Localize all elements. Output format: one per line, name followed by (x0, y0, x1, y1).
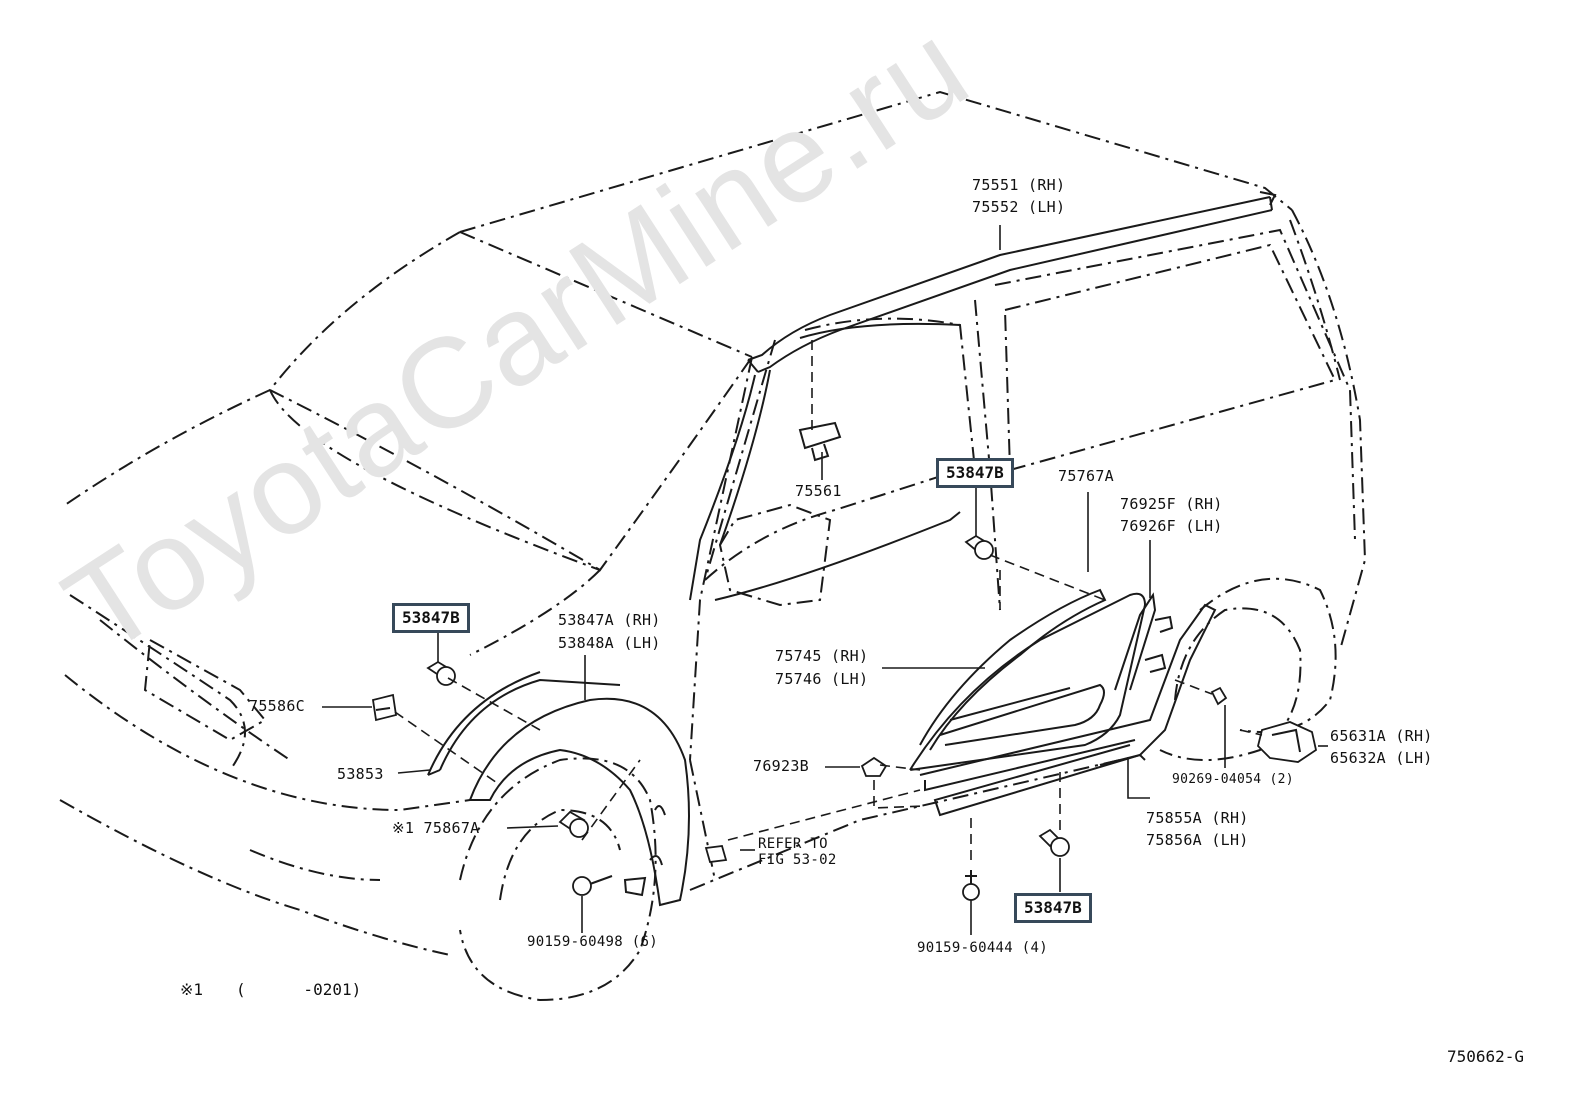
callout-75551: 75551 (RH) (972, 176, 1066, 194)
vehicle-outline (59, 90, 1367, 1002)
figure-id: 750662-G (1447, 1047, 1525, 1066)
callout-53848A: 53848A (LH) (558, 634, 661, 652)
callout-76923B: 76923B (753, 757, 809, 775)
footnote-mark: ※1 (180, 980, 204, 999)
callout-90159-60444: 90159-60444 (4) (917, 940, 1048, 956)
callout-75586C: 75586C (249, 697, 305, 715)
door-frame-part (689, 322, 961, 601)
callout-75855A: 75855A (RH) (1146, 809, 1249, 827)
callout-75561: 75561 (795, 482, 842, 500)
leader-lines (322, 225, 1328, 935)
roof-molding-part (747, 191, 1277, 373)
callout-90269: 90269-04054 (2) (1172, 772, 1294, 787)
refer-to-text: REFER TO (758, 836, 828, 852)
footnote-range: ( -0201) (236, 980, 362, 999)
callout-65631A: 65631A (RH) (1330, 727, 1433, 745)
callout-76925F: 76925F (RH) (1120, 495, 1223, 513)
fender-flare-part (427, 671, 690, 907)
callout-65632A: 65632A (LH) (1330, 749, 1433, 767)
callout-75867A: ※1 75867A (392, 819, 480, 837)
callout-90159-60498: 90159-60498 (6) (527, 934, 658, 950)
callout-75552: 75552 (LH) (972, 198, 1066, 216)
callout-53853: 53853 (337, 765, 384, 783)
callout-53847B-pillar: 53847B (936, 458, 1014, 488)
callout-53847A: 53847A (RH) (558, 611, 661, 629)
refer-fig-text: FIG 53-02 (758, 852, 837, 868)
callout-53847B-rocker: 53847B (1014, 893, 1092, 923)
fasteners (371, 534, 1318, 901)
callout-75767A: 75767A (1058, 467, 1114, 485)
assembly-guides (394, 340, 1263, 860)
rocker-panel-part (919, 603, 1217, 817)
callout-75856A: 75856A (LH) (1146, 831, 1249, 849)
callout-53847B-hood: 53847B (392, 603, 470, 633)
callout-76926F: 76926F (LH) (1120, 517, 1223, 535)
callout-75745: 75745 (RH) (775, 647, 869, 665)
callout-75746: 75746 (LH) (775, 670, 869, 688)
